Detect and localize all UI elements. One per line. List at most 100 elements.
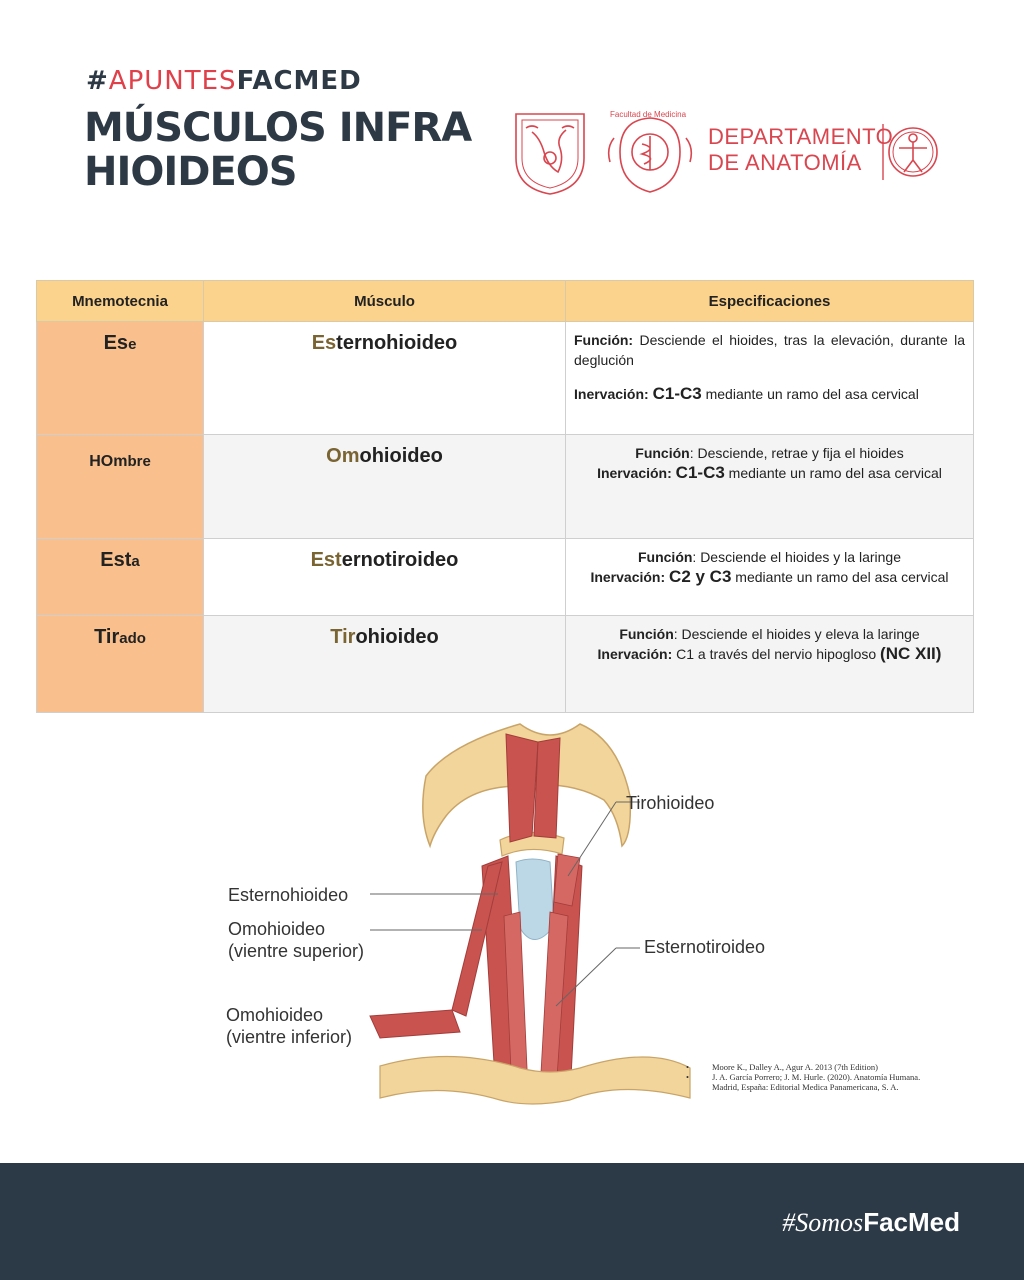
mnemo-small: e <box>128 336 137 353</box>
mnemo-cell: Esta <box>36 538 204 616</box>
hashtag-somos: #Somos <box>782 1208 864 1237</box>
mnemo-big: Tir <box>94 626 120 648</box>
reference-2-text: J. A. García Porrero; J. M. Hurle. (2020… <box>712 1072 921 1082</box>
label-omohioideo-inferior: Omohioideo (vientre inferior) <box>226 1004 352 1048</box>
inervacion-segment: C1-C3 <box>652 384 702 403</box>
mnemo-cell: Tirado <box>36 615 204 713</box>
funcion-label: Función <box>635 445 690 461</box>
omohyoid-inferior <box>369 1009 461 1039</box>
muscle-highlight: Tir <box>330 626 356 648</box>
inervacion-segment: (NC XII) <box>880 644 942 663</box>
leader-esternotiroideo <box>555 947 617 1007</box>
dept-line-1: DEPARTAMENTO <box>708 124 894 149</box>
muscle-rest: ternohioideo <box>336 332 458 354</box>
funcion-line: Función: Desciende el hioides y la larin… <box>574 547 965 567</box>
mnemo-cell: Ese <box>36 321 204 435</box>
label-tirohioideo: Tirohioideo <box>626 793 715 813</box>
inervacion-label: Inervación: <box>597 646 673 662</box>
header-mnemotecnia: Mnemotecnia <box>36 280 204 322</box>
vitruvian-man-icon <box>888 127 938 177</box>
label-omo-sup-line2: (vientre superior) <box>228 941 365 961</box>
hash-symbol: # <box>86 66 109 96</box>
dept-line-2: DE ANATOMÍA <box>708 150 862 175</box>
inervacion-label: Inervación: <box>574 386 649 402</box>
inervacion-segment: C2 y C3 <box>669 567 732 586</box>
funcion-label: Función: <box>574 332 634 348</box>
mnemo-small: ado <box>119 630 146 647</box>
funcion-line: Función: Desciende el hioides y eleva la… <box>574 624 965 644</box>
mnemo-big: Es <box>103 332 129 354</box>
clavicle-shape <box>379 1055 691 1105</box>
title-line-2: HIOIDEOS <box>84 149 298 195</box>
inervacion-line: Inervación: C1-C3 mediante un ramo del a… <box>574 463 965 483</box>
leader-tirohioideo <box>567 801 617 877</box>
reference-2: • J. A. García Porrero; J. M. Hurle. (202… <box>686 1072 921 1082</box>
reference-bullet: • <box>686 1072 689 1082</box>
inervacion-text: mediante un ramo del asa cervical <box>724 465 942 481</box>
header-especificaciones: Especificaciones <box>565 280 974 322</box>
muscle-cell: Esternohioideo <box>203 321 566 435</box>
hashtag-apuntes: APUNTES <box>108 66 237 96</box>
label-omohioideo-superior: Omohioideo (vientre superior) <box>228 918 364 962</box>
footer-hashtag: #SomosFacMed <box>782 1207 960 1238</box>
footer-bar: #SomosFacMed <box>0 1163 1024 1280</box>
spec-cell: Función: Desciende, retrae y fija el hio… <box>565 434 974 539</box>
funcion-text: : Desciende el hioides y la laringe <box>692 549 901 565</box>
hashtag-apuntes-facmed: #APUNTESFACMED <box>86 66 362 96</box>
inervacion-label: Inervación: <box>590 569 666 585</box>
neck-muscles-illustration <box>369 723 691 1105</box>
inervacion-segment: C1-C3 <box>675 463 725 482</box>
funcion-line: Función: Desciende el hioides, tras la e… <box>574 330 965 370</box>
muscle-highlight: Om <box>326 445 360 467</box>
upper-muscles <box>505 733 539 843</box>
label-esternohioideo: Esternohioideo <box>228 885 349 905</box>
reference-1: • Moore K., Dalley A., Agur A. 2013 (7th … <box>686 1062 920 1072</box>
omohyoid-superior <box>451 861 503 1017</box>
inervacion-text: mediante un ramo del asa cervical <box>731 569 949 585</box>
label-omo-inf-line2: (vientre inferior) <box>226 1027 353 1047</box>
muscle-rest: ohioideo <box>359 445 443 467</box>
references: • Moore K., Dalley A., Agur A. 2013 (7th … <box>686 1062 921 1092</box>
funcion-label: Función <box>619 626 674 642</box>
inervacion-text: mediante un ramo del asa cervical <box>701 386 919 402</box>
funcion-line: Función: Desciende, retrae y fija el hio… <box>574 443 965 463</box>
thyroid-cartilage <box>515 858 555 940</box>
muscle-cell: Omohioideo <box>203 434 566 539</box>
label-esternotiroideo: Esternotiroideo <box>644 937 766 957</box>
spec-cell: Función: Desciende el hioides y eleva la… <box>565 615 974 713</box>
reference-bullet: • <box>686 1062 689 1072</box>
muscle-highlight: Es <box>311 332 337 354</box>
mnemo-small: a <box>131 553 140 570</box>
spec-cell: Función: Desciende el hioides, tras la e… <box>565 321 974 435</box>
funcion-text: : Desciende el hioides y eleva la laring… <box>673 626 920 642</box>
inervacion-line: Inervación: C2 y C3 mediante un ramo del… <box>574 567 965 587</box>
label-omo-inf-line1: Omohioideo <box>226 1005 324 1025</box>
header-musculo: Músculo <box>203 280 566 322</box>
page-title: MÚSCULOS INFRA HIOIDEOS <box>84 106 514 194</box>
muscle-rest: ernotiroideo <box>341 549 459 571</box>
mnemo-big: Est <box>100 549 132 571</box>
upper-muscles-right <box>533 737 561 839</box>
department-name: DEPARTAMENTO DE ANATOMÍA <box>708 124 893 176</box>
muscle-cell: Esternotiroideo <box>203 538 566 616</box>
unam-crest-icon <box>515 113 585 195</box>
anatomy-figure: Tirohioideo Esternohioideo Omohioideo (v… <box>220 716 1000 1136</box>
funcion-text: Desciende el hioides, tras la elevación,… <box>574 332 965 368</box>
mnemo-big: HOm <box>89 453 128 470</box>
hashtag-facmed-bold: FacMed <box>863 1207 960 1237</box>
muscle-rest: ohioideo <box>355 626 439 648</box>
funcion-label: Función <box>637 549 693 565</box>
table-row: Esta Esternotiroideo Función: Desciende … <box>36 538 974 616</box>
funcion-text: : Desciende, retrae y fija el hioides <box>689 445 904 461</box>
facmed-label: Facultad de Medicina <box>610 110 687 119</box>
inervacion-line: Inervación: C1-C3 mediante un ramo del a… <box>574 384 965 404</box>
label-omo-sup-line1: Omohioideo <box>228 919 326 939</box>
inervacion-text: C1 a través del nervio hipogloso <box>672 646 881 662</box>
facmed-crest-icon <box>607 117 693 193</box>
inervacion-line: Inervación: C1 a través del nervio hipog… <box>574 644 965 664</box>
mnemo-small: bre <box>127 453 151 470</box>
spec-cell: Función: Desciende el hioides y la larin… <box>565 538 974 616</box>
table-row: Tirado Tirohioideo Función: Desciende el… <box>36 615 974 713</box>
reference-2-text-cont: Madrid, España: Editorial Medica Panamer… <box>712 1082 899 1092</box>
reference-1-text: Moore K., Dalley A., Agur A. 2013 (7th E… <box>712 1062 878 1072</box>
